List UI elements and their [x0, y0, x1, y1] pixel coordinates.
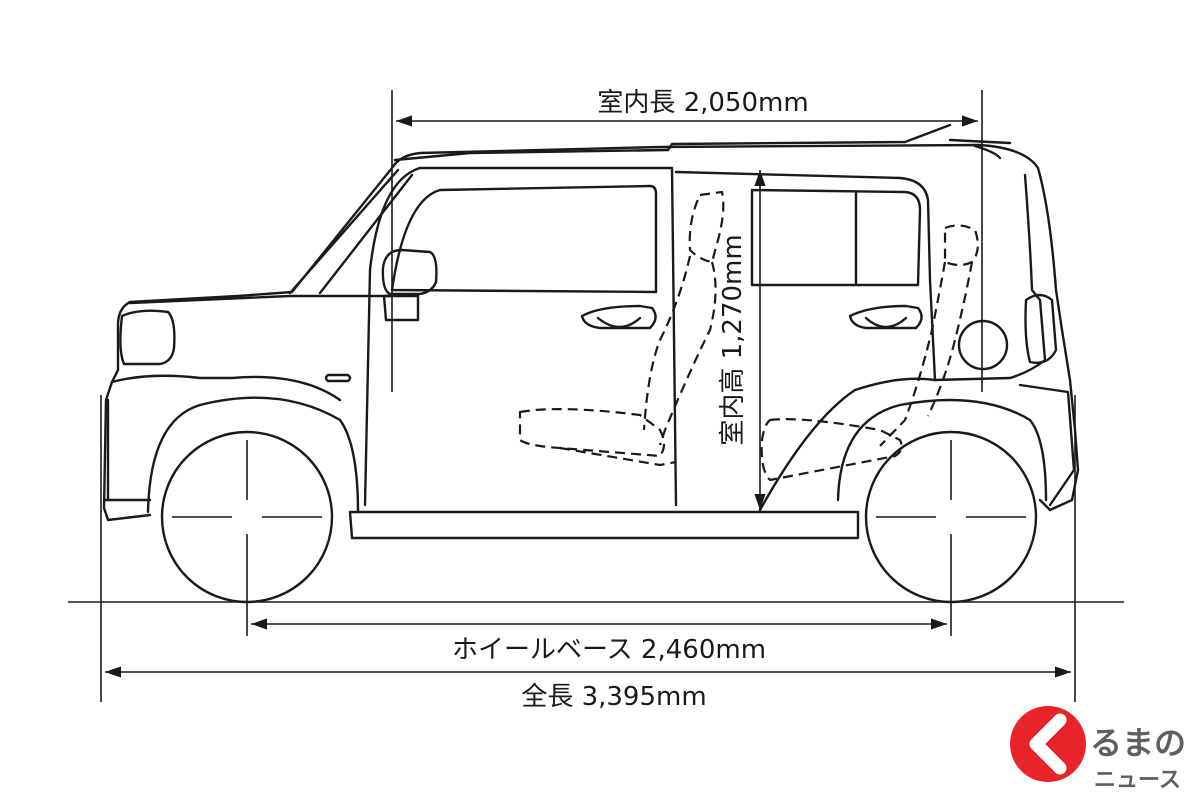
interior-length-dimension	[391, 90, 983, 392]
interior-length-label: 室内長 2,050mm	[597, 88, 808, 118]
wheel-center-marks	[172, 440, 1026, 636]
overall-length-dimension	[100, 395, 1076, 702]
car-body-outline	[102, 123, 1080, 540]
wheelbase-label: ホイールベース 2,460mm	[452, 635, 766, 665]
logo-name-line1: るまの	[1090, 724, 1186, 762]
kurumanonews-logo: るまの ニュース	[1010, 706, 1186, 793]
interior-height-label: 室内高 1,270mm	[718, 234, 748, 445]
seat-outlines-dashed	[518, 190, 979, 482]
overall-length-label: 全長 3,395mm	[521, 682, 706, 712]
logo-name-line2: ニュース	[1094, 768, 1181, 793]
logo-mark-icon	[1010, 706, 1086, 782]
